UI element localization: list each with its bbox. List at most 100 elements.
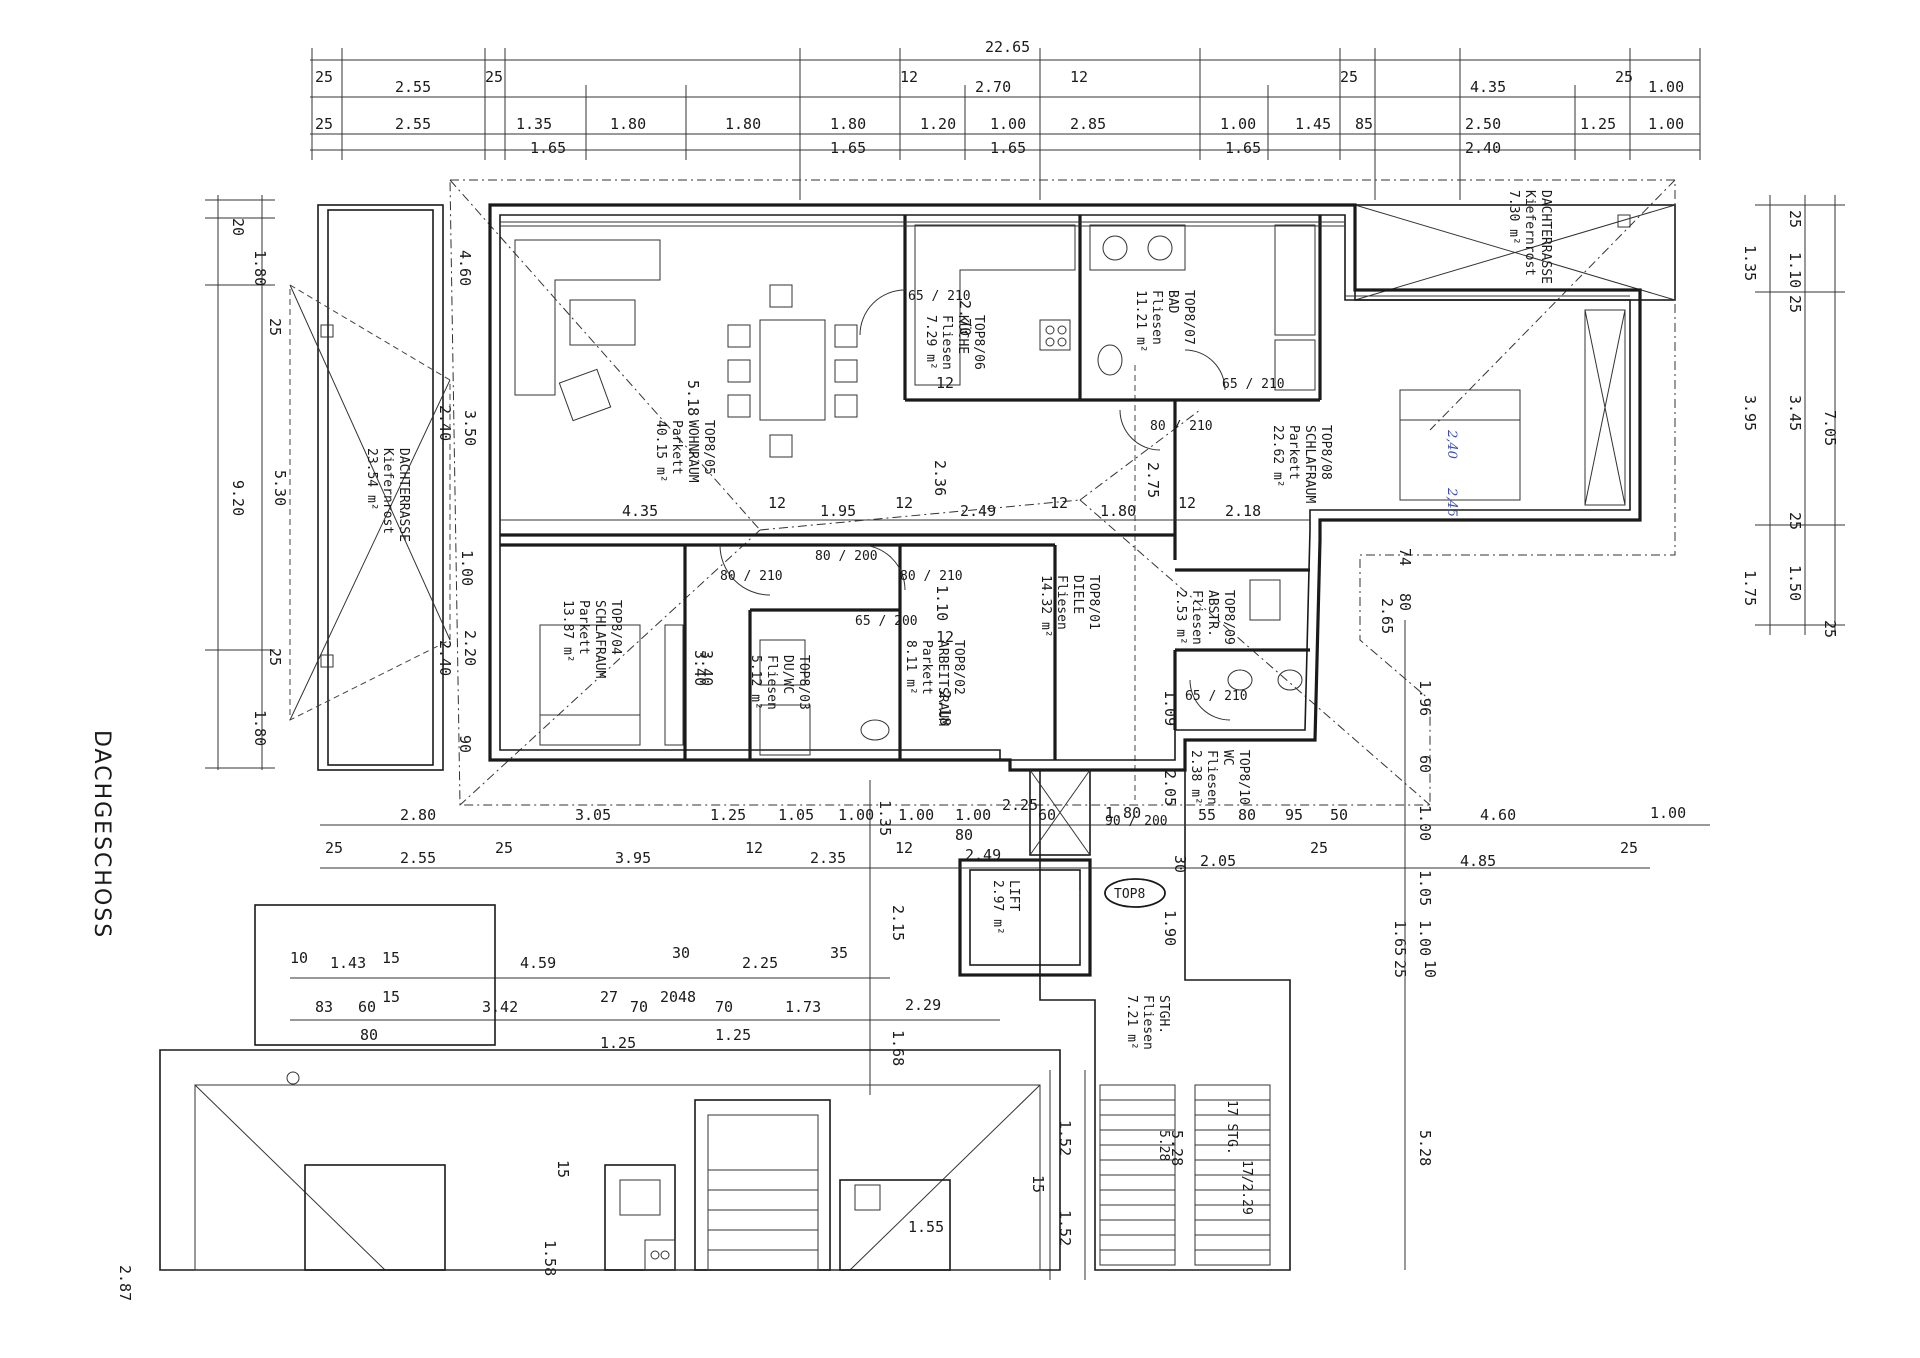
dim-top-r2-13: 1.25	[1580, 115, 1616, 133]
dim-right-14: 1.05	[1416, 870, 1434, 906]
dim-left-0: 20	[229, 218, 247, 236]
door-label-diele: 80 / 200	[815, 549, 878, 564]
dim-bot-r4-4: 27	[600, 988, 618, 1006]
dim-bot-r3-4: 30	[672, 944, 690, 962]
room-stiegenhaus: STGH. Fliesen 7.21 m²	[1124, 995, 1171, 1050]
dim-bot-misc-0: 2.15	[889, 905, 907, 941]
door-label-bedroom-08: 80 / 210	[1150, 419, 1213, 434]
windows	[500, 221, 1630, 506]
dim-right-6: 7.05	[1821, 410, 1839, 446]
dim-bot-r2-12: 25	[1620, 839, 1638, 857]
dim-right-19: 5.28	[1416, 1130, 1434, 1166]
svg-text:2.97 m²: 2.97 m²	[990, 880, 1005, 935]
dim-bot-misc-3: 1.52	[1056, 1210, 1074, 1246]
svg-text:Fliesen: Fliesen	[1149, 290, 1164, 345]
dim-top-r3-2: 1.65	[990, 139, 1026, 157]
svg-text:14.32 m²: 14.32 m²	[1038, 575, 1053, 638]
svg-text:TOP8/09: TOP8/09	[1221, 590, 1236, 645]
svg-text:TOP8/06: TOP8/06	[971, 315, 986, 370]
stair-length-label: 5.28	[1156, 1130, 1171, 1161]
dim-left-7: 4.60	[456, 250, 474, 286]
svg-text:Parkett: Parkett	[576, 600, 591, 655]
dim-bot-r2-9: 2.05	[1200, 852, 1236, 870]
dim-bot-misc-5: 1.58	[541, 1240, 559, 1276]
svg-text:7.21 m²: 7.21 m²	[1124, 995, 1139, 1050]
dim-left-6: 1.80	[251, 710, 269, 746]
svg-text:SCHLAFRAUM: SCHLAFRAUM	[592, 600, 607, 678]
room-wc: TOP8/10 WC Fliesen 2.38 m²	[1188, 750, 1251, 805]
dim-bot-r2-6: 12	[895, 839, 913, 857]
dim-top-r1-0: 25	[315, 68, 333, 86]
dim-right-2: 1.10	[1786, 252, 1804, 288]
svg-text:5.12 m²: 5.12 m²	[748, 655, 763, 710]
dim-in-16: 2.18	[936, 690, 954, 726]
dim-top-r3-1: 1.65	[830, 139, 866, 157]
dim-top-r3-4: 2.40	[1465, 139, 1501, 157]
dim-bot-r2-8: 2.49	[965, 846, 1001, 864]
room-kueche: TOP8/06 KÜCHE Fliesen 7.29 m²	[923, 315, 986, 370]
dim-bot-r2-4: 12	[745, 839, 763, 857]
dim-bot-r1-4: 1.00	[838, 806, 874, 824]
dim-in-2: 1.95	[820, 502, 856, 520]
svg-text:23.54 m²: 23.54 m²	[364, 448, 379, 511]
dim-bot-r1-14: 50	[1330, 806, 1348, 824]
dim-in-9: 5.18	[684, 380, 702, 416]
svg-text:DU/WC: DU/WC	[780, 655, 795, 694]
core-block	[958, 769, 1291, 1271]
dim-bot-r4-5: 70	[630, 998, 648, 1016]
dim-in-20: 30	[1171, 855, 1189, 873]
svg-text:DACHTERRASSE: DACHTERRASSE	[1538, 190, 1553, 284]
dim-bot-r1-6: 1.00	[898, 806, 934, 824]
dim-in-18: 1.09	[1161, 690, 1179, 726]
dim-bot-r2-2: 25	[495, 839, 513, 857]
dim-in-12: 2.70	[956, 300, 974, 336]
dim-right-13: 1.00	[1416, 805, 1434, 841]
dim-right-1: 1.35	[1741, 245, 1759, 281]
dim-bot-r4-2: 15	[382, 988, 400, 1006]
svg-text:TOP8/03: TOP8/03	[796, 655, 811, 710]
dim-top-r2-9: 1.00	[1220, 115, 1256, 133]
dim-bot-r4-1: 60	[358, 998, 376, 1016]
unit-tag: TOP8	[1104, 878, 1166, 908]
room-lift: LIFT 2.97 m²	[990, 880, 1021, 935]
dim-top-r2-5: 1.80	[830, 115, 866, 133]
dim-bot-misc-1: 1.52	[1056, 1120, 1074, 1156]
dim-bot-misc-6: 15	[554, 1160, 572, 1178]
dim-left-4: 5.30	[271, 470, 289, 506]
dim-right-3: 25	[1786, 295, 1804, 313]
room-labels: TOP8/05 WOHNRAUM Parkett 40.15 m² TOP8/0…	[364, 190, 1553, 1050]
dim-left-1: 1.80	[251, 250, 269, 286]
svg-text:7.30 m²: 7.30 m²	[1506, 190, 1521, 245]
dim-bot-r1-9: 60	[1038, 806, 1056, 824]
room-schlafraum-08: TOP8/08 SCHLAFRAUM Parkett 22.62 m²	[1270, 425, 1333, 503]
dim-bot-r2-7: 80	[955, 826, 973, 844]
dim-top-r1-4: 2.70	[975, 78, 1011, 96]
door-labels: 65 / 210 65 / 210 80 / 210 80 / 210 80 /…	[720, 289, 1285, 829]
dim-left-3: 9.20	[229, 480, 247, 516]
dim-top-r2-8: 2.85	[1070, 115, 1106, 133]
door-label-bath: 65 / 210	[1222, 377, 1285, 392]
handwritten-note-1: 2,40	[1444, 429, 1459, 459]
svg-text:DIELE: DIELE	[1070, 575, 1085, 614]
dim-right-5: 3.45	[1786, 395, 1804, 431]
door-label-entrance: 90 / 200	[1105, 814, 1168, 829]
door-label-wc: 65 / 210	[1185, 689, 1248, 704]
dim-left-12: 2.40	[436, 640, 454, 676]
svg-text:22.62 m²: 22.62 m²	[1270, 425, 1285, 488]
dim-bot-r3-3: 4.59	[520, 954, 556, 972]
dim-bot-r1-15: 4.60	[1480, 806, 1516, 824]
svg-text:TOP8/04: TOP8/04	[608, 600, 623, 655]
dim-top-r2-10: 1.45	[1295, 115, 1331, 133]
dim-top-r2-1: 2.55	[395, 115, 431, 133]
bottom-dimension-chains: 2.80 3.05 1.25 1.05 1.00 1.35 1.00 1.00 …	[116, 780, 1710, 1301]
svg-text:Parkett: Parkett	[669, 420, 684, 475]
dim-in-21: 1.90	[1161, 910, 1179, 946]
dim-left-9: 2.40	[436, 405, 454, 441]
dim-bot-misc-2: 15	[1029, 1175, 1047, 1193]
room-arbeitsraum: TOP8/02 ARBEITSRAUM Parkett 8.11 m²	[903, 640, 966, 726]
dim-top-r3-0: 1.65	[530, 139, 566, 157]
room-diele: TOP8/01 DIELE Fliesen 14.32 m²	[1038, 575, 1101, 638]
dim-left-11: 2.20	[461, 630, 479, 666]
dim-in-23: 80	[1396, 593, 1414, 611]
